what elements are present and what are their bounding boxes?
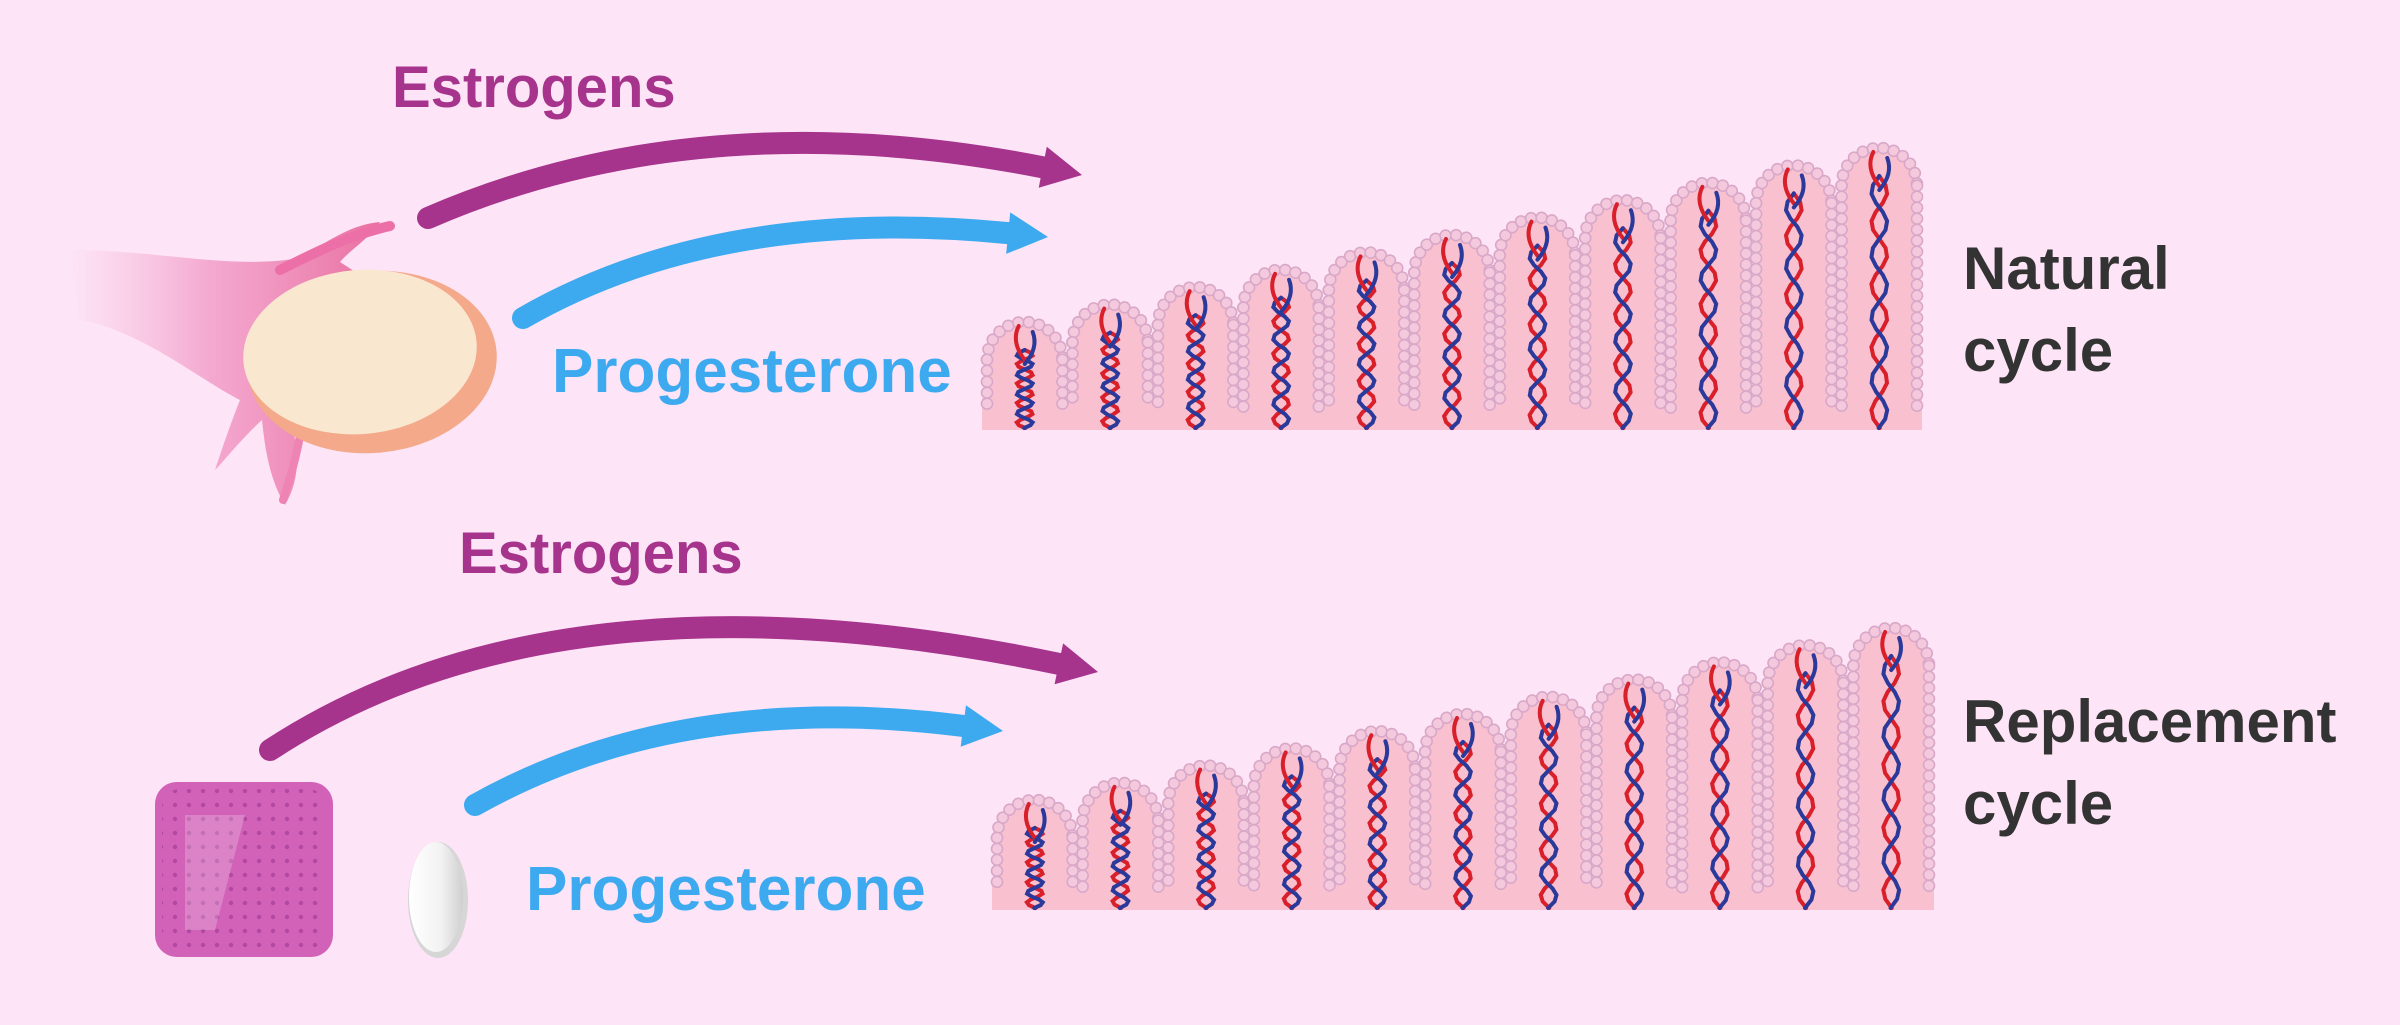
estrogens-arrow — [417, 131, 1082, 229]
estrogens-label-replacement: Estrogens — [459, 521, 743, 586]
estrogens-label: Estrogens — [392, 55, 676, 120]
endometrium-replacement — [990, 621, 1936, 910]
blood-vessels — [1013, 150, 1892, 430]
epithelium — [990, 621, 1936, 894]
patch-icon — [155, 782, 333, 957]
cycle-label-line1: Replacement — [1963, 688, 2337, 755]
cycle-label-line2: cycle — [1963, 770, 2114, 837]
epithelium — [980, 141, 1924, 414]
progesterone-label: Progesterone — [552, 337, 952, 406]
replacement-cycle-label: Replacement cycle — [1963, 681, 2336, 845]
natural-cycle-label: Natural cycle — [1963, 228, 2170, 392]
hormone-arrows — [259, 131, 1098, 816]
cycle-label-line2: cycle — [1963, 317, 2114, 384]
progesterone-arrow — [512, 212, 1048, 329]
cycle-label-line1: Natural — [1963, 235, 2170, 302]
blood-vessels — [1023, 630, 1903, 910]
endometrium-illustrations — [980, 141, 1936, 910]
ovary-icon — [70, 221, 497, 505]
endometrium-natural — [980, 141, 1924, 430]
capsule-icon — [408, 842, 468, 958]
estrogens-arrow-replacement — [259, 616, 1098, 761]
progesterone-label-replacement: Progesterone — [526, 855, 926, 924]
progesterone-arrow-replacement — [464, 705, 1003, 816]
